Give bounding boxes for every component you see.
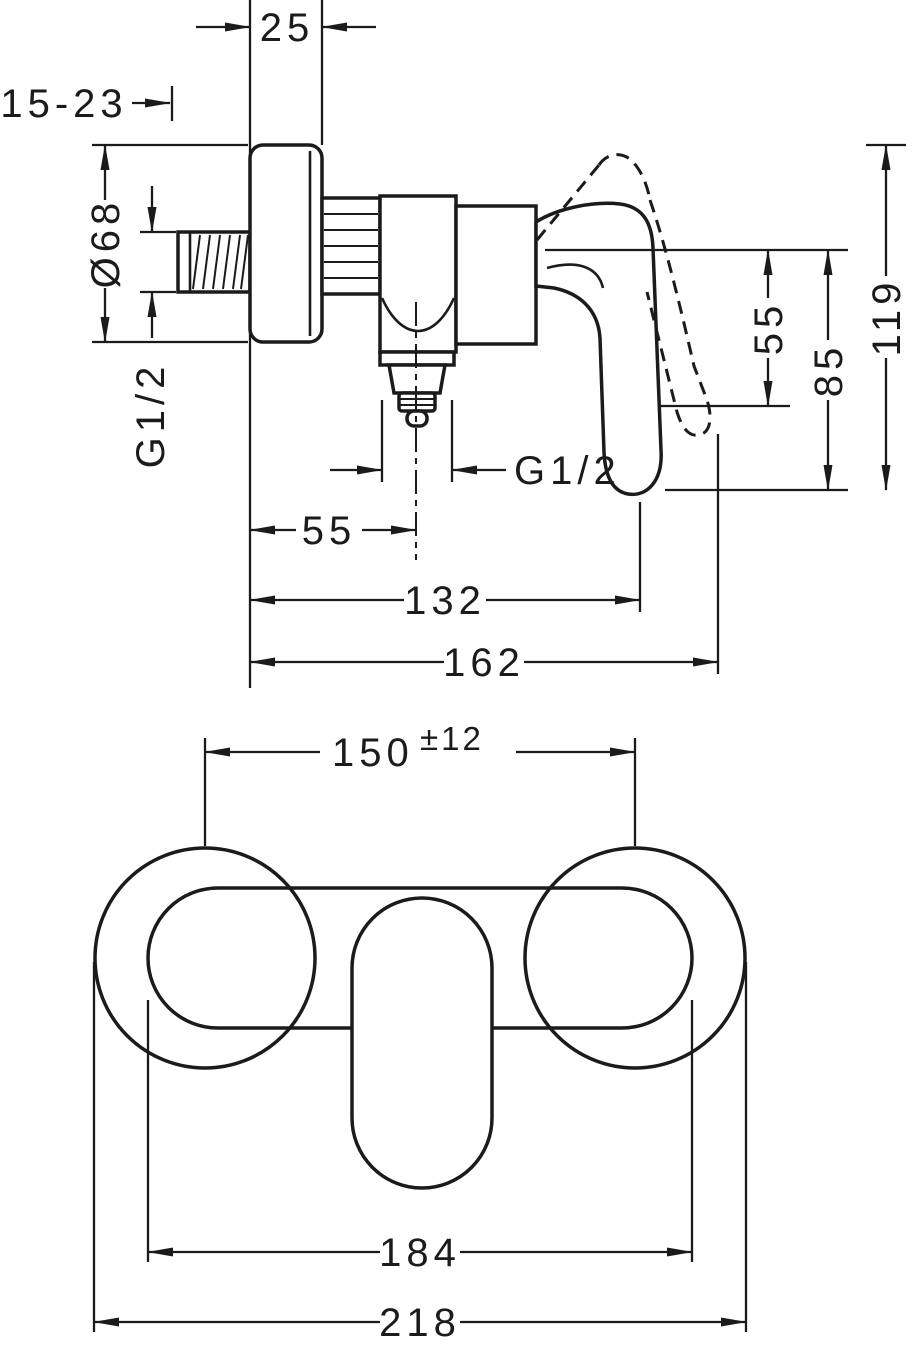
dim-inlet-thread: G1/2 (129, 186, 176, 468)
dim-119-label: 119 (865, 278, 909, 357)
dim-wall-to-handle-max: 162 (249, 434, 720, 685)
dim-218-label: 218 (379, 1301, 461, 1345)
dim-connection-centers: 150 ±12 (203, 720, 637, 846)
body-waterway-arc (380, 297, 456, 333)
inlet-pipe (176, 230, 252, 294)
outlet-thread-label: G1/2 (514, 449, 621, 493)
dim-mount-depth: 15-23 (0, 82, 174, 126)
dim-wall-to-handle: 132 (249, 502, 642, 623)
dim-85-label: 85 (807, 343, 851, 398)
dim-body-width: 184 (146, 1000, 694, 1275)
dim-150-label: 150 (332, 731, 414, 775)
dim-axis-to-handle-bottom: 85 (807, 249, 851, 491)
dim-150-tolerance-label: ±12 (420, 720, 484, 757)
left-escutcheon (93, 846, 317, 1070)
side-view-dimensions: 25 15-23 Ø68 G1/2 (0, 6, 909, 685)
dim-axis-to-outlet: 55 (747, 249, 791, 407)
dim-outlet-thread: G1/2 (330, 400, 621, 493)
dim-escutcheon-diameter: Ø68 (84, 143, 248, 344)
side-view (176, 0, 712, 688)
handle-front (350, 896, 494, 1190)
right-escutcheon (523, 846, 747, 1070)
mixer-body (378, 194, 538, 354)
dim-d68-label: Ø68 (84, 198, 128, 289)
front-view (93, 846, 747, 1190)
union-nut (320, 196, 382, 296)
front-view-dimensions: 150 ±12 184 218 (92, 720, 748, 1345)
dim-55h-label: 55 (302, 509, 357, 553)
handle-lever (534, 201, 663, 497)
dim-wall-to-outlet: 55 (249, 509, 417, 553)
dim-total-height: 119 (865, 144, 909, 491)
dim-25-label: 25 (260, 6, 315, 50)
dim-162-label: 162 (443, 641, 525, 685)
dim-plate-width: 25 (196, 6, 376, 50)
escutcheon-side (248, 143, 324, 344)
dim-overall-width: 218 (92, 962, 748, 1345)
dim-132-label: 132 (404, 579, 486, 623)
handle-seam (546, 263, 605, 289)
dim-55v-label: 55 (747, 301, 791, 356)
dim-15-23-label: 15-23 (0, 82, 127, 126)
dim-184-label: 184 (379, 1231, 461, 1275)
inlet-thread-label: G1/2 (129, 362, 173, 469)
